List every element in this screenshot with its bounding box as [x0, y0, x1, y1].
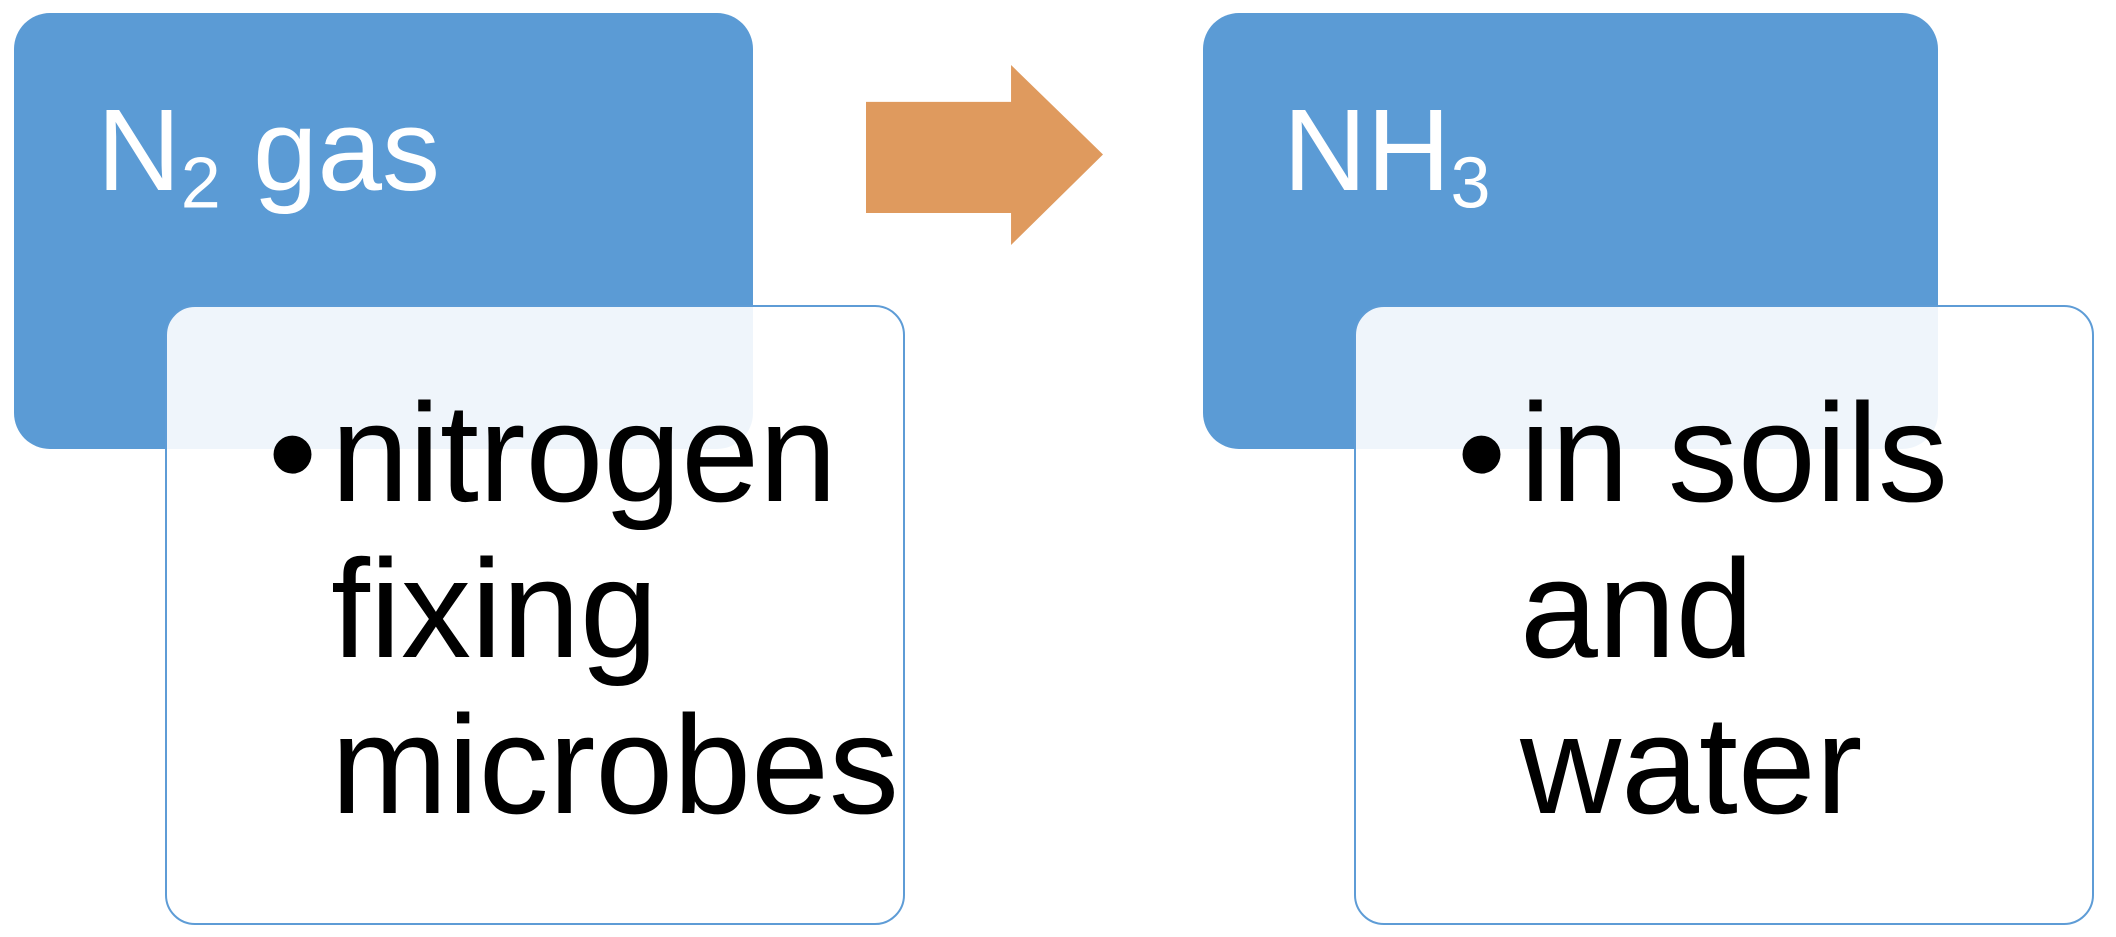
bullet-marker: •	[268, 374, 318, 531]
n2-note-row: • nitrogen fixing microbes	[268, 374, 899, 843]
nh3-label: NH3	[1283, 92, 1491, 220]
nh3-note-text: in soils and water	[1520, 374, 1948, 843]
formula-base: NH	[1283, 85, 1451, 215]
right-arrow-icon	[866, 65, 1103, 245]
formula-subscript: 2	[180, 143, 221, 224]
formula-subscript: 3	[1450, 143, 1491, 224]
n2-note-text: nitrogen fixing microbes	[331, 374, 899, 843]
n2-note-card: • nitrogen fixing microbes	[165, 305, 905, 925]
nh3-note-card: • in soils and water	[1354, 305, 2094, 925]
formula-base: N	[97, 85, 181, 215]
bullet-marker: •	[1457, 374, 1507, 531]
n2-gas-label: N2 gas	[97, 92, 440, 220]
nh3-note-row: • in soils and water	[1457, 375, 2085, 843]
formula-suffix: gas	[220, 85, 441, 215]
